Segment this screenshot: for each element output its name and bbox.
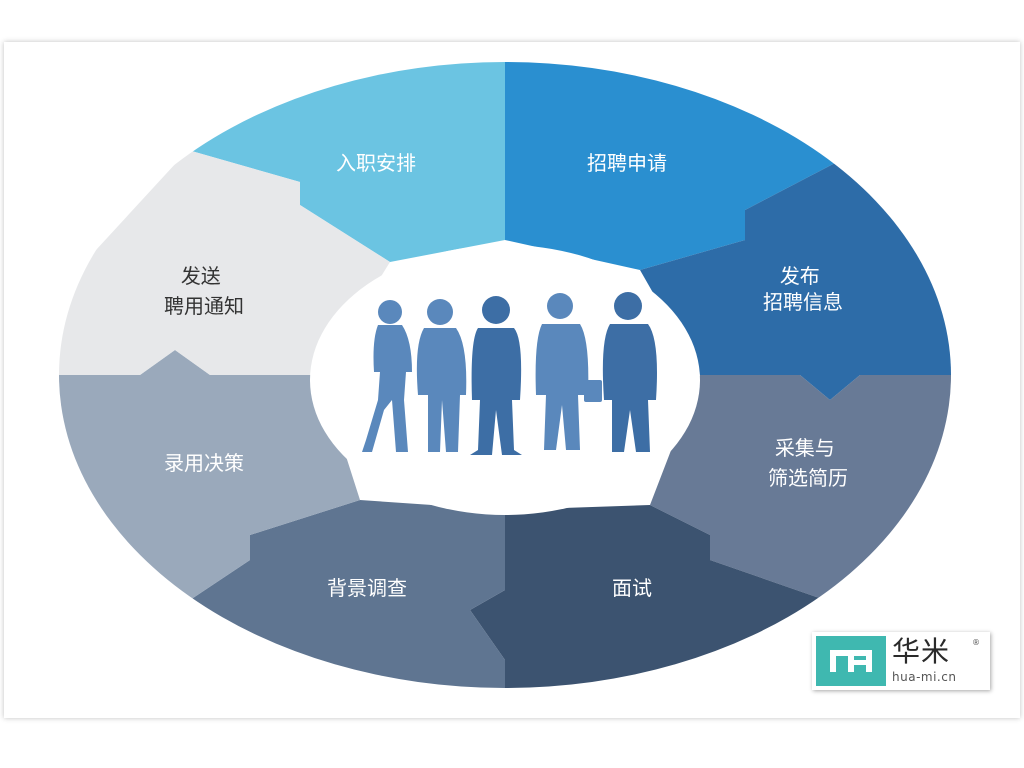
label-publish-line-2: 招聘信息 [763, 290, 843, 314]
label-application: 招聘申请 [587, 151, 667, 175]
label-interview: 面试 [612, 576, 652, 600]
label-application-line-1: 招聘申请 [587, 151, 667, 175]
label-interview-line-1: 面试 [612, 576, 652, 600]
label-decision: 录用决策 [164, 451, 244, 475]
logo-registered-mark: ® [972, 638, 980, 647]
label-screening-line-2: 筛选简历 [768, 466, 848, 490]
huami-logo: 华米 ® hua-mi.cn [812, 632, 990, 690]
label-offer-line-1: 发送 [181, 264, 221, 288]
label-offer-line-2: 聘用通知 [164, 294, 244, 318]
label-background: 背景调查 [327, 576, 407, 600]
label-background-line-1: 背景调查 [327, 576, 407, 600]
label-onboarding-line-1: 入职安排 [336, 151, 416, 175]
label-decision-line-1: 录用决策 [164, 451, 244, 475]
label-onboarding: 入职安排 [336, 151, 416, 175]
logo-mark-icon [816, 636, 886, 686]
label-publish-line-1: 发布 [780, 264, 820, 288]
logo-url: hua-mi.cn [892, 670, 956, 684]
logo-name: 华米 [892, 636, 950, 668]
label-screening-line-1: 采集与 [775, 436, 835, 460]
